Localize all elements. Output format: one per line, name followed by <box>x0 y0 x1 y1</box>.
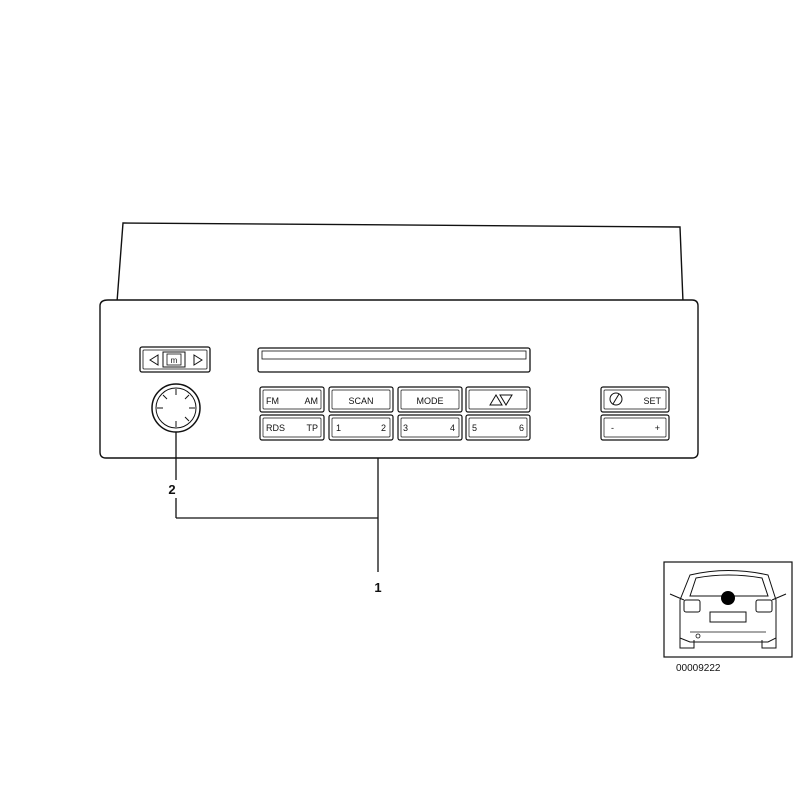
triangle-right-icon[interactable] <box>193 354 203 366</box>
fm-label: FM <box>266 396 279 406</box>
preset-4-label: 4 <box>450 423 455 433</box>
location-marker <box>721 591 735 605</box>
preset-3-label: 3 <box>403 423 408 433</box>
button-fm-am[interactable]: FM AM <box>259 386 325 413</box>
tune-button[interactable] <box>465 386 531 413</box>
preset-2-label: 2 <box>381 423 386 433</box>
m-icon[interactable] <box>162 351 186 368</box>
rds-label: RDS <box>266 423 285 433</box>
mode-button[interactable]: MODE <box>397 386 463 413</box>
triangle-up-down-icon <box>489 394 513 406</box>
minus-label: - <box>611 423 614 433</box>
radio-housing <box>116 222 684 303</box>
callout-2: 2 <box>168 482 175 497</box>
plus-label: + <box>655 423 660 433</box>
clock-set-button[interactable]: SET <box>600 386 670 413</box>
preset-button-5-6[interactable]: 5 6 <box>465 414 531 441</box>
minus-plus-button[interactable]: - + <box>600 414 670 441</box>
scan-button[interactable]: SCAN <box>328 386 394 413</box>
preset-6-label: 6 <box>519 423 524 433</box>
svg-text:m: m <box>171 356 178 365</box>
callout-1: 1 <box>374 580 381 595</box>
seek-control[interactable]: m <box>139 346 211 373</box>
am-label: AM <box>305 396 319 406</box>
mode-label: MODE <box>417 396 444 406</box>
radio-faceplate <box>99 299 699 459</box>
preset-button-3-4[interactable]: 3 4 <box>397 414 463 441</box>
vehicle-locator-thumbnail: 00009222 <box>663 561 793 674</box>
scan-label: SCAN <box>348 396 373 406</box>
display-slot <box>257 347 531 373</box>
preset-5-label: 5 <box>472 423 477 433</box>
preset-button-1-2[interactable]: 1 2 <box>328 414 394 441</box>
leader-lines <box>175 432 379 572</box>
preset-1-label: 1 <box>336 423 341 433</box>
volume-knob[interactable] <box>151 383 201 433</box>
triangle-left-icon[interactable] <box>149 354 159 366</box>
button-rds-tp[interactable]: RDS TP <box>259 414 325 441</box>
tp-label: TP <box>306 423 318 433</box>
part-number: 00009222 <box>676 663 721 674</box>
set-label: SET <box>643 396 661 406</box>
clock-icon <box>609 392 623 406</box>
